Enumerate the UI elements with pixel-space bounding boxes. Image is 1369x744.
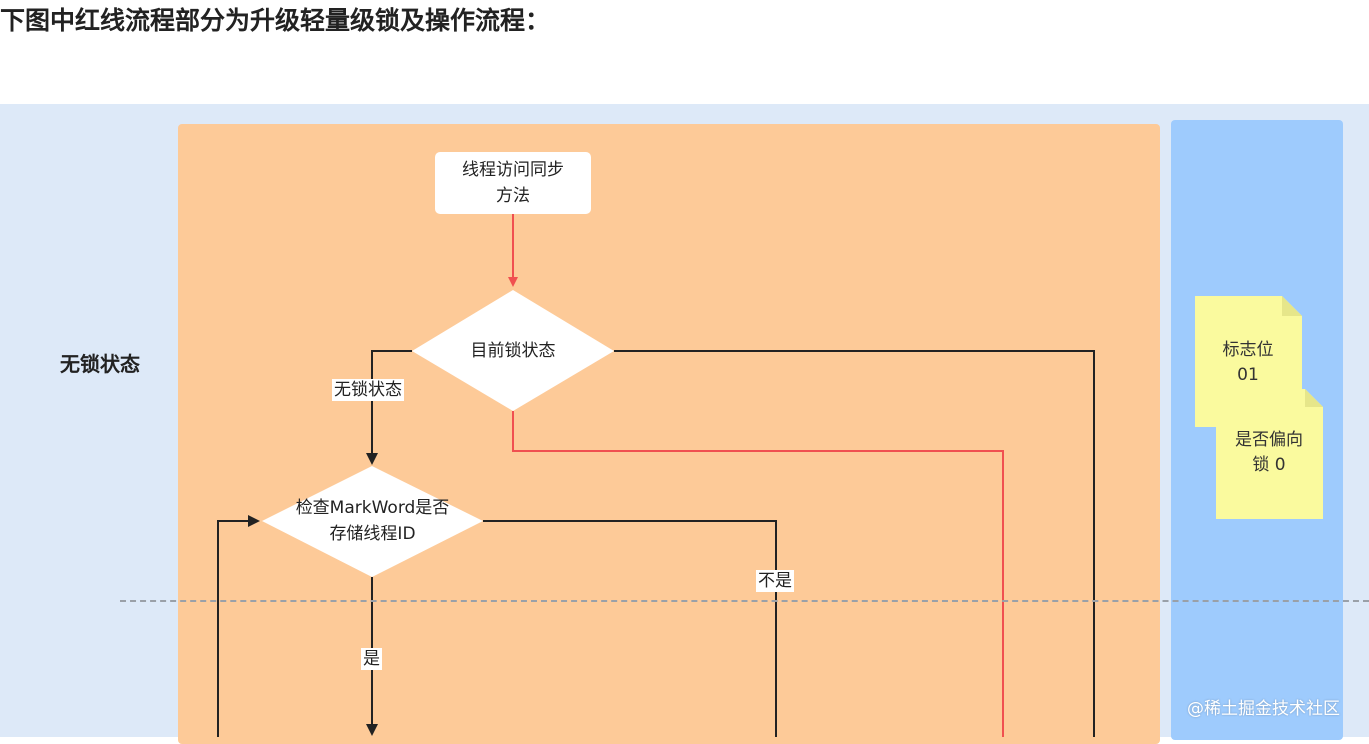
watermark: @稀土掘金技术社区: [1187, 699, 1340, 719]
decision-lock-state-label: 目前锁状态: [470, 341, 556, 361]
decision-lock-state-node: [412, 290, 614, 411]
note-flag-bits-label: 标志位 01: [1222, 340, 1274, 385]
start-node-label: 线程访问同步 方法: [462, 160, 564, 206]
edge-not-yes: [483, 520, 777, 737]
edge-label-no-lock: 无锁状态: [332, 379, 404, 401]
start-node: [435, 152, 591, 214]
note-biased-label: 是否偏向 锁 0: [1235, 430, 1303, 475]
edge-decision-red: [512, 411, 1004, 737]
page-heading: 下图中红线流程部分为升级轻量级锁及操作流程：: [0, 6, 551, 35]
decision-markword-label: 检查MarkWord是否 存储线程ID: [295, 498, 450, 544]
swimlane-body: [178, 124, 1160, 744]
edge-no-lock-branch: [366, 350, 412, 465]
edge-decision-right: [614, 350, 1095, 737]
lane-separator: [120, 600, 1369, 602]
edge-label-yes: 是: [361, 648, 382, 670]
decision-markword-node: [262, 466, 483, 577]
edge-loop-back: [217, 515, 260, 737]
edge-label-not-yes: 不是: [756, 570, 794, 592]
lane-label-no-lock: 无锁状态: [60, 352, 140, 376]
note-biased: [1216, 389, 1323, 519]
